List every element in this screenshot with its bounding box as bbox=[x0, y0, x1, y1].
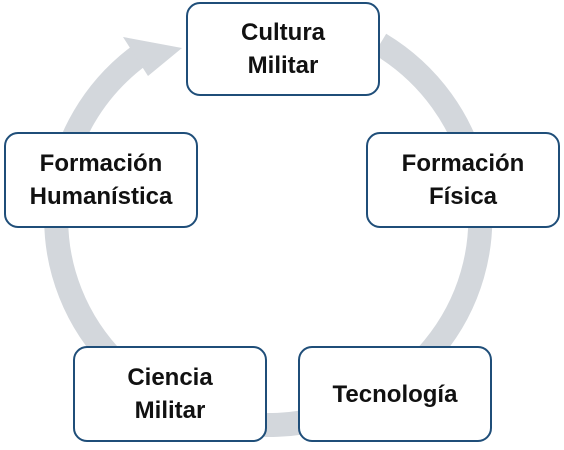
node-cultura-militar: Cultura Militar bbox=[186, 2, 380, 96]
node-formacion-fisica: Formación Física bbox=[366, 132, 560, 228]
node-formacion-humanistica: Formación Humanística bbox=[4, 132, 198, 228]
cycle-arrowhead bbox=[123, 37, 182, 76]
node-ciencia-militar: Ciencia Militar bbox=[73, 346, 267, 442]
node-tecnologia: Tecnología bbox=[298, 346, 492, 442]
